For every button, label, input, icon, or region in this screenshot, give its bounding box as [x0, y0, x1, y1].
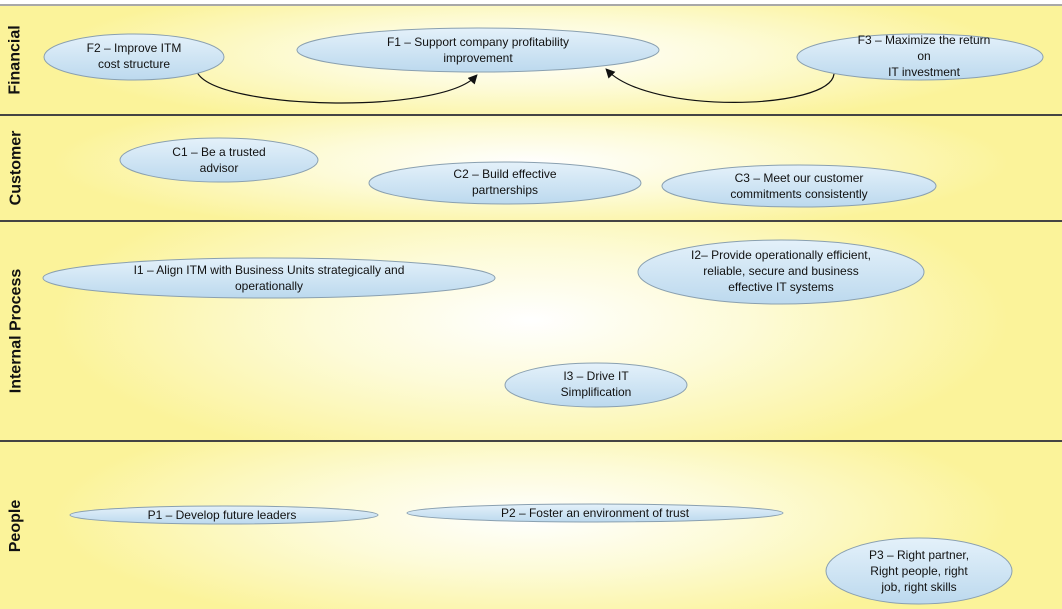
objective-c3[interactable] [661, 164, 937, 208]
objective-c1[interactable] [119, 137, 319, 183]
objective-f2[interactable] [43, 33, 225, 81]
objective-i2[interactable] [637, 239, 925, 305]
objective-f1-label: F1 – Support company profitability impro… [386, 35, 570, 65]
objective-i1[interactable] [42, 257, 496, 299]
objective-f3[interactable] [796, 33, 1044, 81]
objective-p2[interactable] [406, 503, 784, 523]
objective-i1-label: I1 – Align ITM with Business Units strat… [133, 263, 405, 293]
link-f3-to-f1 [605, 68, 835, 103]
objective-p2-label: P2 – Foster an environment of trust [500, 506, 690, 520]
objective-f1[interactable] [296, 27, 660, 73]
objective-i3-label: I3 – Drive IT Simplification [560, 369, 632, 399]
objective-p1[interactable] [69, 505, 379, 525]
link-f2-to-f1 [196, 71, 478, 104]
objective-p3[interactable] [825, 537, 1013, 605]
objective-c1-label: C1 – Be a trusted advisor [172, 145, 266, 175]
objective-p3-label: P3 – Right partner, Right people, right … [868, 548, 970, 594]
objective-f3-label: F3 – Maximize the return on IT investmen… [857, 33, 991, 79]
objective-i3[interactable] [504, 362, 688, 408]
objective-p1-label: P1 – Develop future leaders [147, 508, 297, 522]
objective-c2-label: C2 – Build effective partnerships [453, 167, 557, 197]
objective-f2-label: F2 – Improve ITM cost structure [86, 41, 182, 71]
top-border [0, 0, 1062, 6]
objective-c3-label: C3 – Meet our customer commitments consi… [730, 171, 868, 201]
objective-i2-label: I2– Provide operationally efficient, rel… [691, 248, 871, 294]
objective-c2[interactable] [368, 161, 642, 205]
